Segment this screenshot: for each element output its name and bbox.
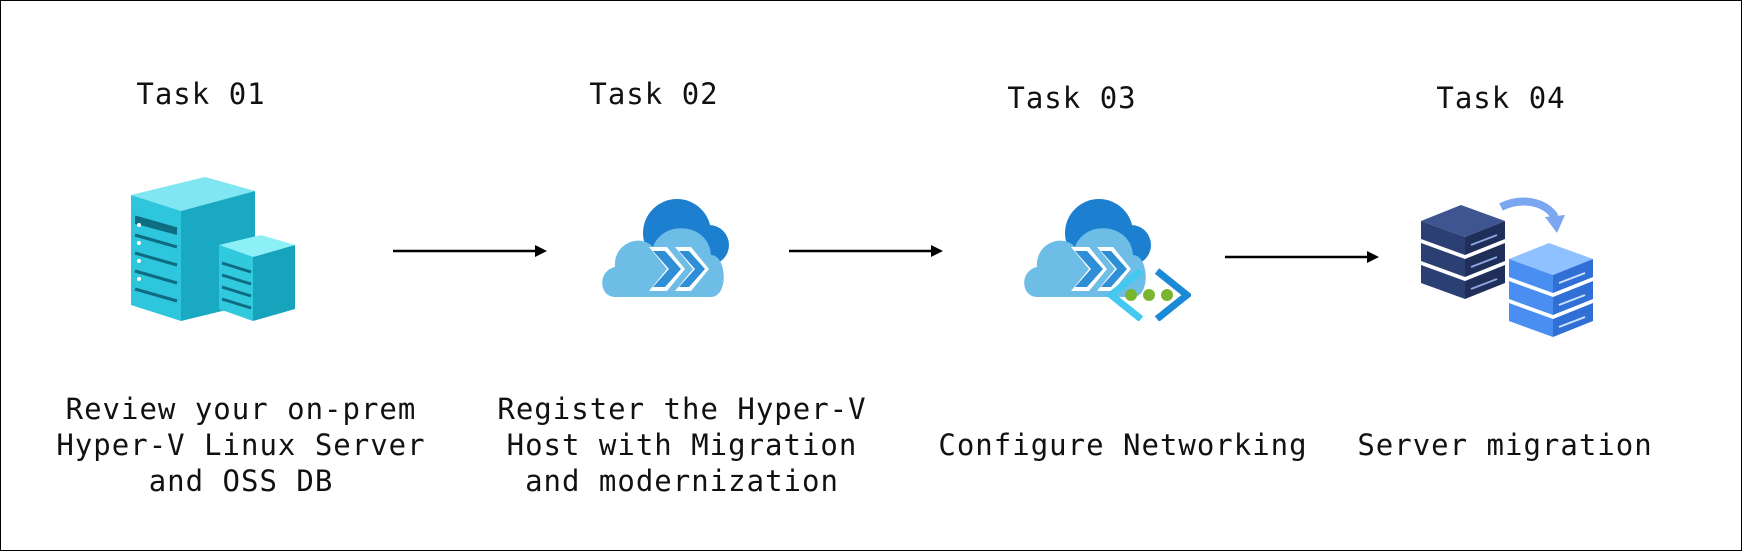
task-02-description: Register the Hyper-V Host with Migration… bbox=[497, 392, 867, 498]
task-04-title: Task 04 bbox=[1436, 81, 1566, 115]
server-icon bbox=[131, 177, 295, 321]
migrate-network-icon bbox=[1024, 199, 1191, 321]
task-04-description: Server migration bbox=[1357, 428, 1653, 462]
task-01-description: Review your on-prem Hyper-V Linux Server… bbox=[56, 392, 426, 498]
arrow-2-icon bbox=[789, 245, 943, 257]
task-02-title: Task 02 bbox=[589, 77, 719, 111]
task-01-title: Task 01 bbox=[136, 77, 266, 111]
task-03-description: Configure Networking bbox=[938, 428, 1308, 462]
arrow-3-icon bbox=[1225, 251, 1379, 263]
server-migration-icon bbox=[1421, 197, 1593, 337]
task-03-title: Task 03 bbox=[1007, 81, 1137, 115]
arrow-1-icon bbox=[393, 245, 547, 257]
migrate-cloud-icon bbox=[602, 199, 729, 297]
